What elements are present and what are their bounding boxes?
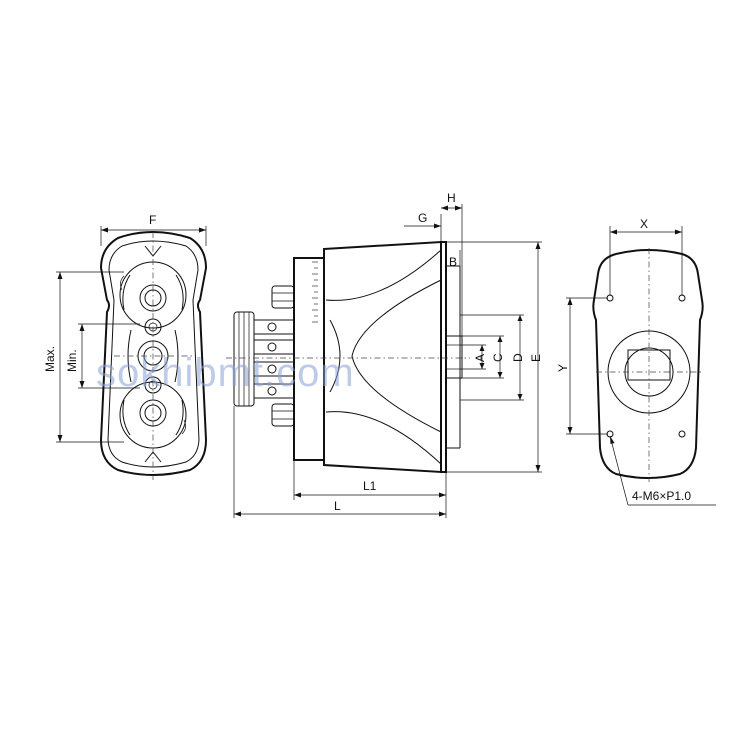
thread-callout: 4-M6×P1.0: [609, 435, 716, 506]
label-E: E: [529, 354, 543, 362]
label-L1: L1: [363, 479, 377, 493]
lower-jaw-arc-right: [175, 399, 184, 436]
rear-view-outline: [592, 249, 704, 479]
dim-C: C: [462, 335, 505, 379]
dim-L1: L1: [293, 460, 447, 518]
dim-L: L: [233, 406, 446, 518]
label-thread: 4-M6×P1.0: [632, 489, 691, 503]
dim-max: Max.: [43, 271, 124, 443]
body-curve-upper: [325, 249, 442, 301]
watermark: sokhibmt.com: [96, 351, 355, 395]
rotation-arrow-upper: [120, 275, 125, 291]
label-min: Min.: [65, 349, 79, 372]
mounting-plate: [440, 241, 447, 473]
upper-jaw-arc-right: [175, 274, 184, 311]
upper-jaw-arc: [122, 274, 131, 311]
label-D: D: [511, 353, 525, 362]
front-view: [99, 231, 208, 480]
label-B: B: [449, 255, 457, 269]
lower-clamp-screw: [271, 403, 295, 427]
rear-view: [592, 248, 704, 482]
upper-clamp-screw: [271, 285, 295, 309]
upper-screw-outer: [139, 284, 167, 312]
dim-G: G: [404, 211, 442, 242]
dim-H: H: [441, 191, 463, 336]
dim-D: D: [460, 314, 525, 401]
body-curve-lower: [325, 411, 442, 465]
front-view-outline: [99, 231, 208, 476]
dim-E: E: [446, 241, 543, 473]
dim-B: B: [445, 250, 461, 270]
label-C: C: [491, 353, 505, 362]
label-X: X: [640, 217, 648, 231]
mount-hole-bottom-right: [678, 430, 686, 438]
label-F: F: [149, 213, 156, 227]
body-curve-front: [329, 319, 341, 393]
rotation-arrow-lower: [181, 419, 186, 435]
dim-A: A: [462, 344, 487, 370]
lower-jaw-arc: [122, 399, 131, 436]
spigot: [445, 335, 463, 379]
label-A: A: [473, 354, 487, 362]
scale-ticks: [312, 261, 318, 323]
label-G: G: [418, 211, 427, 225]
dim-min: Min.: [65, 323, 140, 389]
adjusting-knob: [233, 311, 295, 407]
label-max: Max.: [43, 346, 57, 372]
dim-Y: Y: [556, 297, 608, 435]
label-H: H: [447, 191, 456, 205]
label-Y: Y: [556, 364, 570, 372]
side-view: [226, 240, 470, 474]
dim-X: X: [609, 217, 683, 296]
label-L: L: [334, 499, 341, 513]
body-curve-inner: [351, 279, 442, 433]
dim-F: F: [100, 213, 207, 246]
front-view-inner-outline: [107, 240, 200, 468]
